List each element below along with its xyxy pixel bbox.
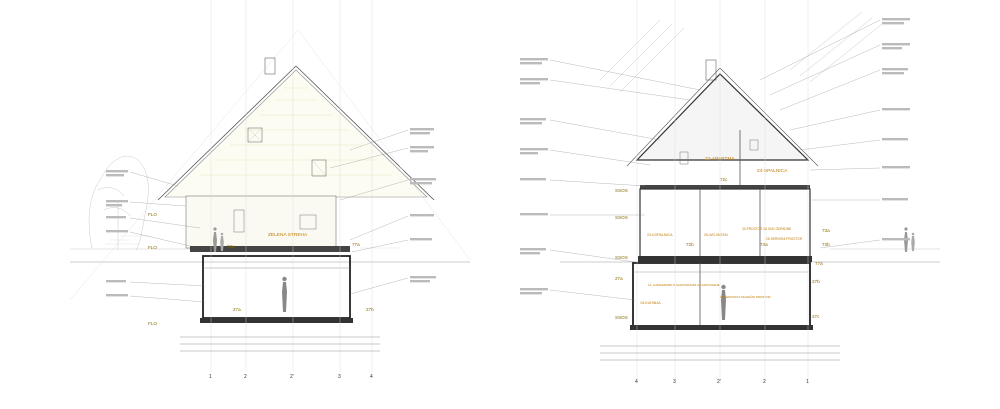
room-label: 25-WC-MOSKI: [704, 233, 728, 237]
elevation-tag: 73b: [822, 242, 830, 247]
axis-label: 2': [290, 374, 294, 380]
level-label: FLO: [148, 321, 157, 326]
elevation-tag: 72a: [227, 244, 235, 249]
right-building-section: 22-APARTMA 24-SPALNICA 23-KOPALNICA 25-W…: [520, 0, 940, 385]
elevation-tag: 27a: [233, 307, 241, 312]
elevation-tag: 77a: [815, 261, 823, 266]
elevation-tag: 27c: [812, 314, 820, 319]
left-building-section: ZELENA STREHA FLO FLO FLO 72a 77a 27a: [69, 0, 471, 380]
axis-label: 2: [244, 374, 247, 380]
elevation-tag: 27b: [366, 307, 374, 312]
room-label: 33-PROSTOR ZA SUD ODPADNE: [742, 227, 791, 231]
level-markers-right: SSOS SSOS SSOS SSOS 72c 72b 73a 73b 73a …: [615, 177, 830, 320]
axis-label: 1: [806, 379, 809, 385]
elevation-tag: 27a: [615, 276, 623, 281]
axis-label: 3: [673, 379, 676, 385]
tree-sketch: [88, 155, 149, 251]
level-label: FLO: [148, 212, 157, 217]
room-label-left: ZELENA STREHA: [268, 232, 308, 238]
axis-label: 1: [209, 374, 212, 380]
level-label: SSOS: [615, 315, 628, 320]
elevation-tag: 72c: [720, 177, 728, 182]
level-label: SSOS: [615, 255, 628, 260]
level-label: SSOS: [615, 188, 628, 193]
room-label: 25-SERVISNI PROSTOR: [766, 237, 803, 241]
room-label: 23-KOPALNICA: [647, 233, 673, 237]
room-label: 15-KUHINJA: [640, 301, 661, 305]
axis-label: 4: [370, 374, 373, 380]
level-label: SSOS: [615, 215, 628, 220]
level-markers-left: FLO FLO FLO 72a 77a 27a 27b: [148, 212, 374, 326]
room-label: 14- GARDEROBA S SANITARIJAMI ZA ZAPOSLEN…: [648, 283, 720, 287]
axis-label: 3: [338, 374, 341, 380]
room-label: 21-SERVISNO-TEHNIČNI PROSTOR: [720, 294, 771, 299]
elevation-tag: 27b: [812, 279, 820, 284]
room-label: 22-APARTMA: [705, 156, 735, 162]
elevation-tag: 73a: [760, 242, 768, 247]
axis-label: 2': [717, 379, 721, 385]
level-label: FLO: [148, 245, 157, 250]
axis-label: 4: [635, 379, 638, 385]
room-label: 24-SPALNICA: [757, 168, 788, 174]
room-labels-right: 22-APARTMA 24-SPALNICA 23-KOPALNICA 25-W…: [640, 156, 803, 305]
elevation-tag: 72b: [686, 242, 694, 247]
elevation-tag: 77a: [352, 242, 360, 247]
axis-label: 2: [763, 379, 766, 385]
elevation-tag: 73a: [822, 228, 830, 233]
